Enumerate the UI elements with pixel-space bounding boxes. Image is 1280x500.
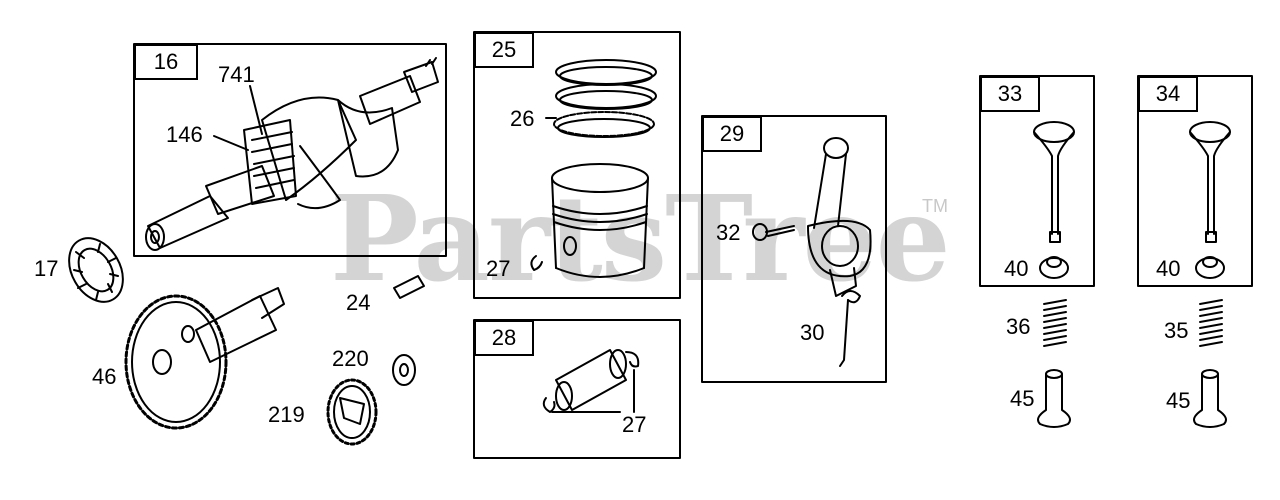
watermark: PartsTree	[330, 169, 951, 308]
part-label-45: 45	[1166, 388, 1191, 413]
wrist-pin-icon	[555, 349, 627, 411]
part-label-220: 220	[332, 346, 369, 371]
pin-clip-icon	[542, 397, 556, 413]
piston-icon	[551, 163, 649, 278]
piston-clip-icon	[530, 255, 543, 271]
part-label-24: 24	[346, 290, 371, 315]
part-label-741: 741	[218, 62, 255, 87]
group-25-tag: 25	[474, 32, 534, 68]
retainer-icon	[1195, 256, 1225, 279]
camshaft-gear-icon	[124, 287, 285, 430]
pin-clip-icon	[625, 351, 640, 368]
leader-146	[213, 135, 249, 151]
group-28-frame	[473, 319, 681, 459]
group-29-frame	[701, 115, 887, 383]
part-label-46: 46	[92, 364, 117, 389]
bearing-icon	[68, 237, 124, 303]
intake-valve-icon	[1033, 121, 1075, 243]
group-28-tag: 28	[474, 320, 534, 356]
retainer-icon	[1039, 256, 1069, 279]
valve-spring-icon	[1043, 299, 1067, 347]
part-label-27: 27	[486, 256, 511, 281]
piston-rings-icon	[553, 59, 657, 138]
group-25-frame	[473, 31, 681, 299]
group-34-tag: 34	[1138, 76, 1198, 112]
part-label-30: 30	[800, 320, 825, 345]
group-16-frame	[133, 43, 447, 257]
exhaust-valve-icon	[1189, 121, 1231, 243]
leader-741	[249, 85, 263, 135]
part-label-146: 146	[166, 122, 203, 147]
part-label-219: 219	[268, 402, 305, 427]
part-label-27: 27	[622, 412, 647, 437]
group-29-tag: 29	[702, 116, 762, 152]
connecting-rod-icon	[807, 137, 872, 297]
group-16-tag: 16	[134, 44, 198, 80]
washer-icon	[392, 354, 416, 386]
part-label-32: 32	[716, 220, 741, 245]
part-label-45: 45	[1010, 386, 1035, 411]
crankshaft-icon	[145, 57, 439, 251]
part-label-17: 17	[34, 256, 59, 281]
part-label-36: 36	[1006, 314, 1031, 339]
part-label-40: 40	[1156, 256, 1181, 281]
part-label-35: 35	[1164, 318, 1189, 343]
dipper-icon	[839, 290, 861, 367]
key-icon	[393, 275, 425, 299]
part-label-40: 40	[1004, 256, 1029, 281]
governor-gear-icon	[326, 378, 378, 446]
watermark-trademark: TM	[922, 196, 948, 216]
valve-spring-icon	[1199, 299, 1223, 347]
bolt-icon	[752, 223, 795, 241]
part-label-26: 26	[510, 106, 535, 131]
tappet-icon	[1037, 369, 1071, 428]
tappet-icon	[1193, 369, 1227, 428]
group-33-tag: 33	[980, 76, 1040, 112]
